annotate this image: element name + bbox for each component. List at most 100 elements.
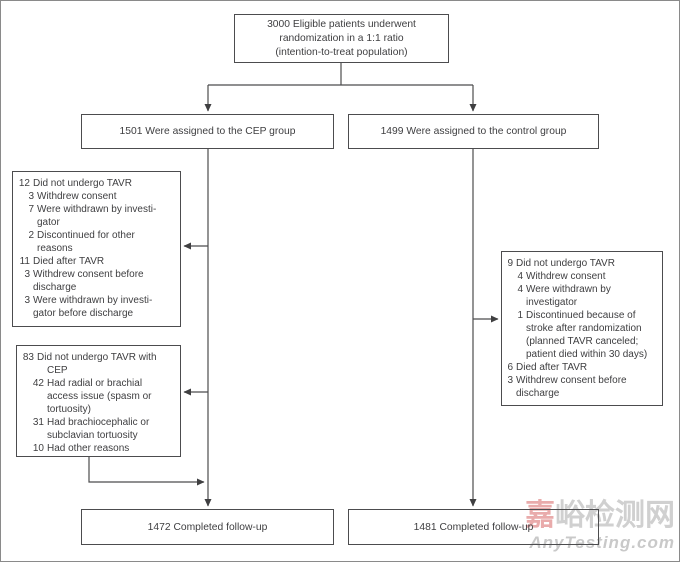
exclusion-line-count: 1 [517,310,523,321]
exclusion-line-text: Did not undergo TAVR with [37,352,157,363]
exclusion-line-count: 3 [28,191,34,202]
exclusion-line-count [18,307,30,320]
box-eligible-text: 3000 Eligible patients underwent randomi… [267,19,416,58]
exclusion-line: discharge [18,281,177,294]
exclusion-line-text: gator before discharge [33,308,134,319]
exclusion-line-count: 3 [24,269,30,280]
exclusion-line-text: gator [37,217,60,228]
exclusion-line-count [517,335,523,348]
exclusion-line: tortuosity) [32,403,177,416]
exclusion-line-text: patient died within 30 days) [526,349,648,360]
exclusion-line-count: 6 [507,362,513,373]
box-followup-control-text: 1481 Completed follow-up [413,521,534,533]
exclusion-line-count [18,281,30,294]
exclusion-line-text: Had other reasons [47,443,130,454]
exclusion-line-count: 2 [28,230,34,241]
exclusion-line-count [507,387,513,400]
exclusion-line-text: CEP [47,365,68,376]
exclusion-line-text: subclavian tortuosity [47,430,138,441]
exclusion-line-count: 83 [22,352,34,363]
exclusion-line-count: 4 [517,284,523,295]
exclusion-line-text: access issue (spasm or [47,391,152,402]
box-followup-control: 1481 Completed follow-up [348,509,599,545]
exclusion-line-text: discharge [33,282,77,293]
exclusion-line-count [32,364,44,377]
exclusion-line-text: Withdrew consent before [516,375,627,386]
exclusion-line: gator [28,216,177,229]
box-control-group-text: 1499 Were assigned to the control group [380,126,567,137]
exclusion-line-count: 3 [24,295,30,306]
exclusion-line-count [32,429,44,442]
box-followup-cep-text: 1472 Completed follow-up [147,521,268,533]
exclusion-line-count: 4 [517,271,523,282]
box-control-group: 1499 Were assigned to the control group [348,114,599,149]
exclusion-line-count: 10 [32,443,44,454]
exclusion-line-text: Discontinued because of [526,310,636,321]
exclusion-line: access issue (spasm or [32,390,177,403]
exclusion-line-text: Were withdrawn by investi- [33,295,153,306]
exclusion-line: discharge [507,387,659,400]
box-followup-cep: 1472 Completed follow-up [81,509,334,545]
exclusion-line-text: Had brachiocephalic or [47,417,150,428]
exclusion-line-text: Withdrew consent [37,191,117,202]
exclusion-line-text: Did not undergo TAVR [516,258,615,269]
exclusion-line-text: Had radial or brachial [47,378,143,389]
exclusion-line-text: Died after TAVR [33,256,105,267]
exclusion-line: (planned TAVR canceled; [517,335,659,348]
exclusion-line-text: (planned TAVR canceled; [526,336,639,347]
exclusion-line-text: Withdrew consent before [33,269,144,280]
exclusion-line-count: 9 [507,258,513,269]
exclusion-line: CEP [32,364,177,377]
exclusion-line-count: 7 [28,204,34,215]
exclusion-line-count: 42 [32,378,44,389]
exclusion-line-count: 12 [18,178,30,189]
exclusion-line-text: Withdrew consent [526,271,606,282]
exclusion-line-count: 31 [32,417,44,428]
exclusion-line: gator before discharge [18,307,177,320]
exclusion-line-count [32,403,44,416]
exclusion-line: reasons [28,242,177,255]
exclusion-line-count: 11 [19,256,30,267]
exclusion-line-count: 3 [507,375,513,386]
exclusion-line-count [28,242,34,255]
exclusion-line-text: Died after TAVR [516,362,588,373]
exclusion-line-text: Were withdrawn by [526,284,611,295]
exclusion-line: stroke after randomization [517,322,659,335]
exclusion-line-count [32,390,44,403]
exclusion-line: subclavian tortuosity [32,429,177,442]
exclusion-line-text: Discontinued for other [37,230,135,241]
exclusion-line-count [28,216,34,229]
exclusion-line-text: Were withdrawn by investi- [37,204,157,215]
exclusion-line-count [517,322,523,335]
exclusion-line-text: stroke after randomization [526,323,642,334]
exclusion-line-count [517,348,523,361]
box-eligible-randomized: 3000 Eligible patients underwent randomi… [234,14,449,63]
exclusion-line-text: tortuosity) [47,404,91,415]
box-cep-group-text: 1501 Were assigned to the CEP group [119,126,296,137]
exclusion-line-text: discharge [516,388,560,399]
exclusion-line-text: Did not undergo TAVR [33,178,132,189]
box-cep-group: 1501 Were assigned to the CEP group [81,114,334,149]
exclusion-line: investigator [517,296,659,309]
exclusion-line-count [517,296,523,309]
